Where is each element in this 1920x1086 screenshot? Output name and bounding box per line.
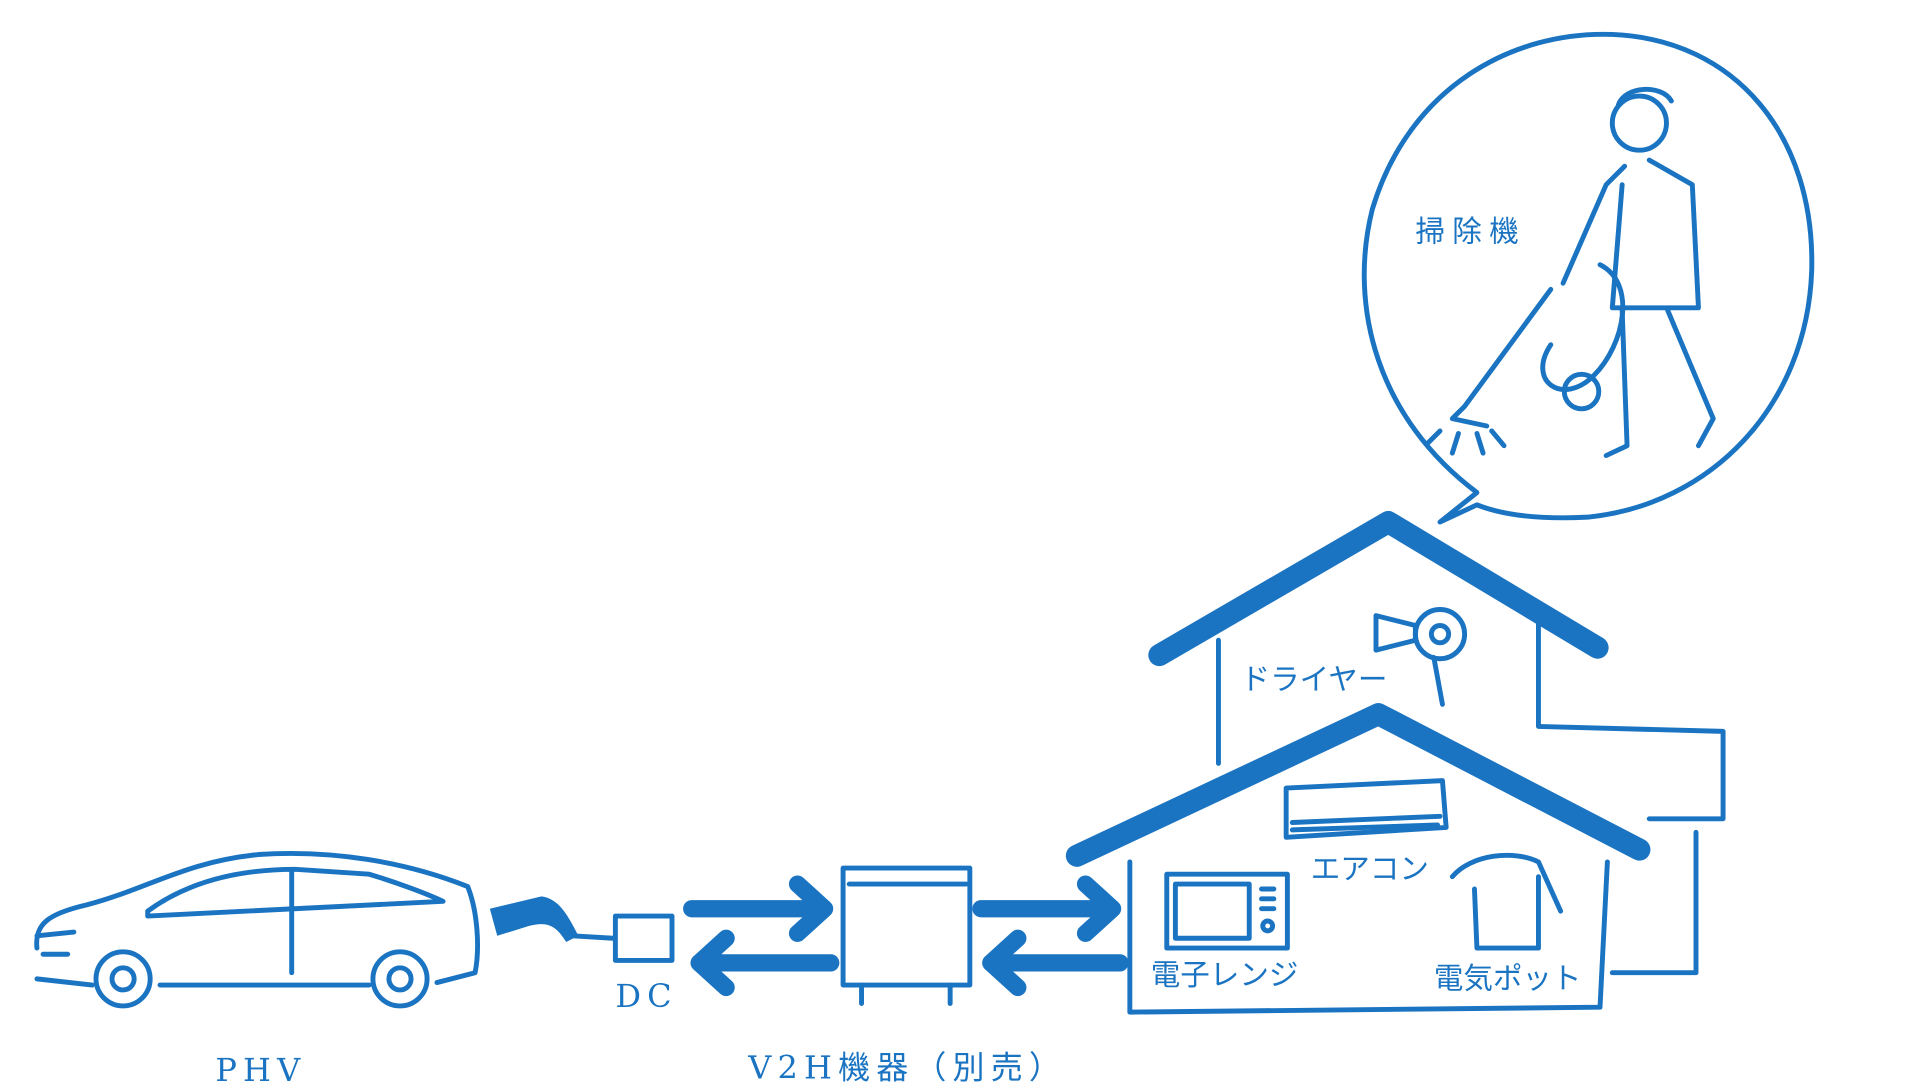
bidirectional-arrows-right	[972, 875, 1129, 997]
microwave-icon	[1164, 871, 1290, 951]
v2h-label: V2H機器（別売）	[747, 1049, 1067, 1086]
v2h-unit-illustration	[840, 865, 973, 1006]
vacuum-label: 掃除機	[1415, 214, 1526, 248]
bidirectional-arrows-left	[683, 875, 840, 997]
phv-label: PHV	[215, 1051, 306, 1086]
person-vacuuming-illustration	[1425, 86, 1716, 459]
house-illustration	[1065, 510, 1726, 1015]
electric-kettle-icon	[1449, 852, 1564, 951]
arrow-right-icon	[683, 875, 834, 942]
speech-bubble	[1361, 31, 1815, 525]
kettle-label: 電気ポット	[1434, 962, 1582, 996]
arrow-left-icon	[690, 929, 840, 997]
dryer-label: ドライヤー	[1241, 663, 1388, 697]
arrow-right-icon	[972, 875, 1122, 942]
arrow-left-icon	[982, 929, 1129, 997]
phv-car-illustration	[34, 850, 480, 1009]
aircon-label: エアコン	[1311, 852, 1429, 886]
dc-connector-box	[612, 913, 675, 963]
hair-dryer-icon	[1373, 607, 1468, 707]
dc-label: DC	[615, 977, 677, 1015]
microwave-label: 電子レンジ	[1151, 958, 1299, 992]
air-conditioner-icon	[1283, 778, 1449, 840]
charging-plug-icon	[489, 896, 579, 942]
